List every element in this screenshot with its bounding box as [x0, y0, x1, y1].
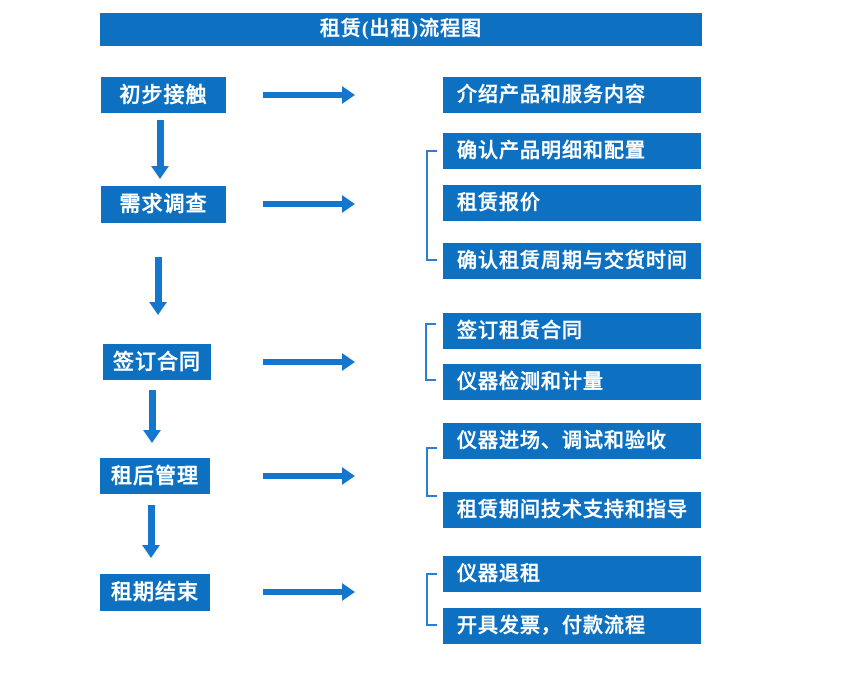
arrow-right-icon — [263, 353, 355, 371]
group-bracket — [426, 150, 437, 261]
group-bracket — [425, 323, 436, 381]
stage-box-initial-contact: 初步接触 — [101, 77, 226, 113]
stage-box-sign-contract: 签订合同 — [103, 344, 211, 380]
arrow-right-icon — [263, 583, 355, 601]
stage-box-rental-end: 租期结束 — [100, 574, 210, 611]
arrow-right-icon — [263, 467, 355, 485]
group-bracket — [426, 447, 437, 497]
detail-box-sign-rental-contract: 签订租赁合同 — [443, 313, 701, 349]
stage-box-demand-survey: 需求调查 — [101, 186, 226, 223]
group-bracket — [426, 573, 437, 626]
stage-box-post-rental-management: 租后管理 — [100, 458, 210, 494]
detail-box-technical-support-guidance: 租赁期间技术支持和指导 — [443, 492, 701, 528]
arrow-down-icon — [149, 257, 167, 315]
detail-box-confirm-rental-period-delivery: 确认租赁周期与交货时间 — [443, 243, 701, 279]
arrow-right-icon — [263, 195, 355, 213]
detail-box-instrument-setup-acceptance: 仪器进场、调试和验收 — [443, 423, 701, 459]
detail-box-instrument-return: 仪器退租 — [443, 556, 701, 592]
arrow-down-icon — [143, 390, 161, 443]
detail-box-rental-quotation: 租赁报价 — [443, 185, 701, 221]
arrow-down-icon — [142, 505, 160, 558]
detail-box-confirm-product-details: 确认产品明细和配置 — [443, 133, 701, 169]
detail-box-instrument-testing-metrology: 仪器检测和计量 — [443, 364, 701, 400]
flowchart-title: 租赁(出租)流程图 — [100, 13, 702, 46]
arrow-down-icon — [151, 120, 169, 179]
detail-box-introduce-products-services: 介绍产品和服务内容 — [443, 77, 701, 113]
arrow-right-icon — [263, 86, 355, 104]
detail-box-invoice-payment-process: 开具发票，付款流程 — [443, 608, 701, 644]
